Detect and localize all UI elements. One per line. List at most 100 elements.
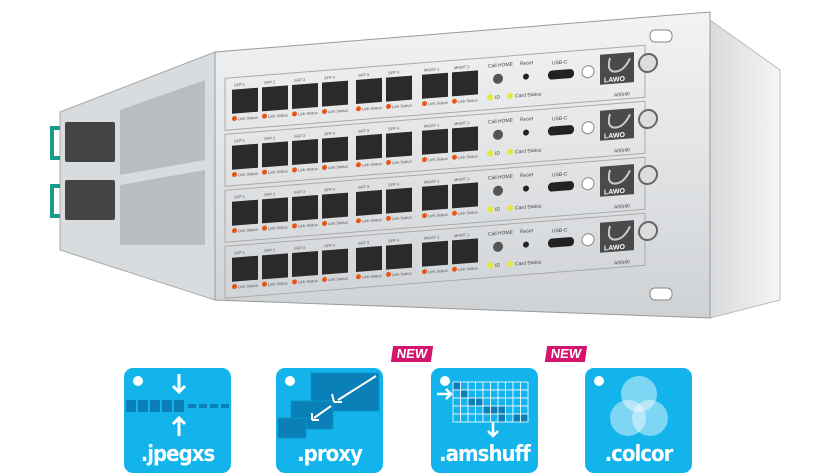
grid-cell [475, 397, 484, 407]
grid-cell [490, 397, 499, 407]
link-led-icon [322, 164, 327, 170]
grid-cell [490, 381, 499, 391]
sfp-port[interactable] [422, 72, 448, 99]
sfp-port[interactable] [452, 70, 478, 97]
grid-cell [482, 397, 491, 407]
sfp-port[interactable] [356, 245, 382, 272]
port-label: SFP 1 [234, 250, 246, 256]
usb-c-port[interactable] [548, 181, 574, 192]
link-status-label: Link Status [392, 215, 412, 222]
sfp-port[interactable] [232, 199, 258, 226]
feature-tile-proxy[interactable]: .proxy [276, 368, 383, 473]
port-label: SFP 3 [294, 189, 306, 195]
link-led-icon [386, 159, 391, 165]
link-status-label: Link Status [238, 115, 258, 122]
card-status-led-icon [507, 204, 513, 211]
grid-cell [497, 397, 506, 407]
sfp-port[interactable] [422, 184, 448, 211]
port-label: MGMT 2 [454, 120, 470, 126]
sfp-port[interactable] [356, 133, 382, 160]
sfp-port[interactable] [292, 82, 318, 110]
sfp-port[interactable] [262, 85, 288, 112]
call-home-button[interactable] [493, 185, 503, 196]
usb-c-port[interactable] [548, 237, 574, 248]
sfp-port[interactable] [386, 75, 412, 102]
reset-button[interactable] [523, 129, 529, 136]
link-status-label: Link Status [458, 209, 478, 216]
sfp-port[interactable] [422, 240, 448, 267]
grid-cell [452, 397, 461, 407]
link-led-icon [262, 113, 267, 119]
usb-c-port[interactable] [548, 125, 574, 136]
link-status-label: Link Status [458, 97, 478, 104]
dot-icon [594, 376, 604, 386]
sfp-port[interactable] [292, 194, 318, 222]
sfp-port[interactable] [262, 197, 288, 224]
feature-tile-jpegxs[interactable]: .jpegxs [124, 368, 231, 473]
sfp-port[interactable] [356, 189, 382, 216]
link-status-label: Link Status [298, 166, 318, 173]
id-label: ID [495, 95, 500, 101]
sfp-port[interactable] [322, 248, 348, 275]
port-label: MGMT 1 [424, 66, 440, 72]
grid-cell [452, 405, 461, 415]
sfp-port[interactable] [322, 80, 348, 107]
port-label: SFP 4 [324, 243, 336, 249]
port-label: SFP 4 [324, 131, 336, 137]
card-status-label: Card Status [515, 203, 542, 211]
grid-cell [512, 413, 521, 423]
sfp-port[interactable] [322, 192, 348, 219]
call-home-button[interactable] [493, 241, 503, 252]
link-led-icon [422, 101, 427, 107]
link-led-icon [262, 281, 267, 287]
grid-cell [460, 397, 469, 407]
sfp-port[interactable] [386, 187, 412, 214]
reset-button[interactable] [523, 73, 529, 80]
sfp-port[interactable] [292, 250, 318, 278]
feature-tile-colcor[interactable]: .colcor [585, 368, 692, 473]
sfp-port[interactable] [386, 131, 412, 158]
usb-c-port[interactable] [548, 69, 574, 80]
usb-label: USB-C [552, 59, 568, 66]
link-led-icon [452, 154, 457, 160]
sfp-port[interactable] [356, 77, 382, 104]
grid-cell [467, 389, 476, 399]
link-led-icon [422, 157, 427, 163]
call-home-button[interactable] [493, 129, 503, 140]
sfp-port[interactable] [452, 126, 478, 153]
link-led-icon [232, 228, 237, 234]
sfp-port[interactable] [322, 136, 348, 163]
reset-button[interactable] [523, 185, 529, 192]
link-led-icon [232, 116, 237, 122]
sfp-port[interactable] [232, 87, 258, 114]
call-home-button[interactable] [493, 73, 503, 84]
sfp-port[interactable] [232, 143, 258, 170]
link-status-label: Link Status [458, 265, 478, 272]
new-badge: NEW [390, 346, 434, 362]
reset-label: Reset [520, 60, 534, 67]
sfp-port[interactable] [422, 128, 448, 155]
sfp-port[interactable] [386, 243, 412, 270]
sfp-port[interactable] [292, 138, 318, 166]
thumbscrew-icon[interactable] [638, 108, 658, 130]
reset-button[interactable] [523, 241, 529, 248]
sfp-port[interactable] [262, 253, 288, 280]
sfp-port[interactable] [232, 255, 258, 282]
thumbscrew-icon[interactable] [638, 52, 658, 74]
sfp-port[interactable] [452, 182, 478, 209]
feature-tile-amshuff[interactable]: .amshuff [431, 368, 538, 473]
port-label: MGMT 2 [454, 64, 470, 70]
call-home-label: Call HOME [488, 118, 514, 126]
thumbscrew-icon[interactable] [638, 164, 658, 186]
link-led-icon [452, 210, 457, 216]
psu-top [50, 122, 115, 162]
thumbscrew-icon[interactable] [638, 220, 658, 242]
grid-cell [512, 381, 521, 391]
grid-cell [505, 389, 514, 399]
model-label: A00/40 [614, 147, 630, 154]
port-label: SFP 1 [234, 194, 246, 200]
sfp-port[interactable] [262, 141, 288, 168]
screw-icon [581, 121, 595, 135]
sfp-port[interactable] [452, 238, 478, 265]
